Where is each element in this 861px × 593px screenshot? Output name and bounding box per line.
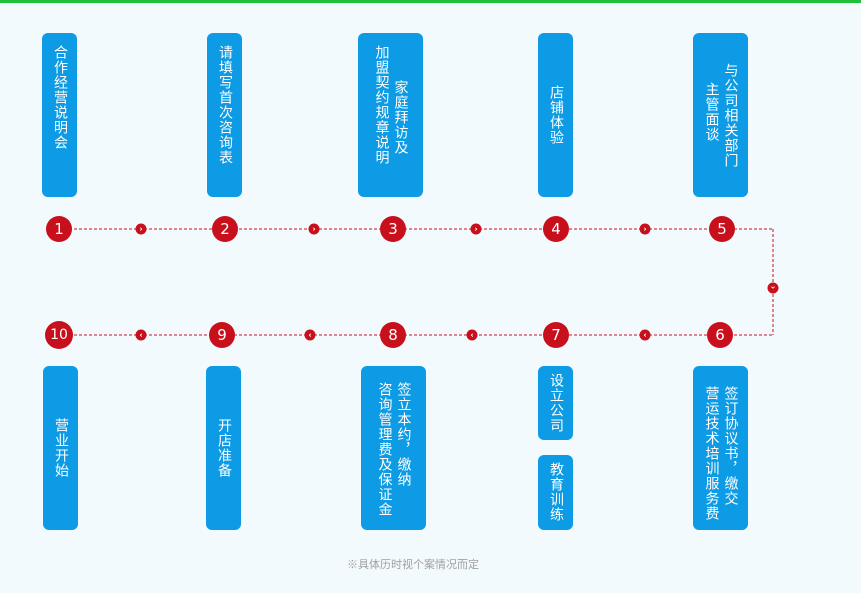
step-number-1: 1 — [46, 216, 72, 242]
step-box-4: 店铺体验 — [538, 33, 573, 197]
step-number-2: 2 — [212, 216, 238, 242]
step-number-3: 3 — [380, 216, 406, 242]
step-box-6: 签订协议书，缴交 营运技术培训服务费 — [693, 366, 748, 530]
step-box-8: 签立本约，缴纳 咨询管理费及保证金 — [361, 366, 426, 530]
step-1-line-1: 合作经营说明会 — [52, 45, 68, 150]
arrow-down-icon: ⌄ — [767, 282, 779, 294]
arrow-left-icon: ‹ — [639, 329, 651, 341]
step-box-2: 请填写首次咨询表 — [207, 33, 242, 197]
arrow-right-icon: › — [470, 223, 482, 235]
step-box-3: 家庭拜访及 加盟契约规章说明 — [358, 33, 423, 197]
step-8-line-2: 咨询管理费及保证金 — [376, 382, 393, 517]
arrow-right-icon: › — [639, 223, 651, 235]
step-box-10: 营业开始 — [43, 366, 78, 530]
step-box-9: 开店准备 — [206, 366, 241, 530]
step-3-line-2: 加盟契约规章说明 — [373, 45, 390, 165]
step-8-line-1: 签立本约，缴纳 — [395, 382, 412, 487]
step-7-extra-line-1: 教育训练 — [548, 462, 564, 522]
step-number-9: 9 — [209, 322, 235, 348]
step-number-8: 8 — [380, 322, 406, 348]
step-6-line-1: 签订协议书，缴交 — [722, 386, 739, 506]
step-5-line-1: 与公司相关部门 — [722, 63, 739, 168]
step-3-line-1: 家庭拜访及 — [392, 80, 409, 155]
step-box-5: 与公司相关部门 主管面谈 — [693, 33, 748, 197]
step-6-line-2: 营运技术培训服务费 — [703, 386, 720, 521]
step-number-5: 5 — [709, 216, 735, 242]
step-4-line-1: 店铺体验 — [548, 85, 564, 145]
step-number-4: 4 — [543, 216, 569, 242]
step-number-7: 7 — [543, 322, 569, 348]
step-box-7a: 设立公司 — [538, 366, 573, 440]
step-5-line-2: 主管面谈 — [703, 82, 720, 142]
step-number-6: 6 — [707, 322, 733, 348]
arrow-left-icon: ‹ — [466, 329, 478, 341]
step-box-1: 合作经营说明会 — [42, 33, 77, 197]
step-box-7b: 教育训练 — [538, 455, 573, 530]
step-9-line-1: 开店准备 — [216, 418, 232, 478]
step-10-line-1: 营业开始 — [53, 418, 69, 478]
step-7-line-1: 设立公司 — [548, 373, 564, 433]
arrow-left-icon: ‹ — [304, 329, 316, 341]
arrow-left-icon: ‹ — [135, 329, 147, 341]
step-2-line-1: 请填写首次咨询表 — [217, 45, 233, 165]
footnote: ※具体历时视个案情况而定 — [347, 559, 479, 571]
top-accent-bar — [0, 0, 861, 3]
arrow-right-icon: › — [308, 223, 320, 235]
arrow-right-icon: › — [135, 223, 147, 235]
step-number-10: 10 — [45, 321, 73, 349]
